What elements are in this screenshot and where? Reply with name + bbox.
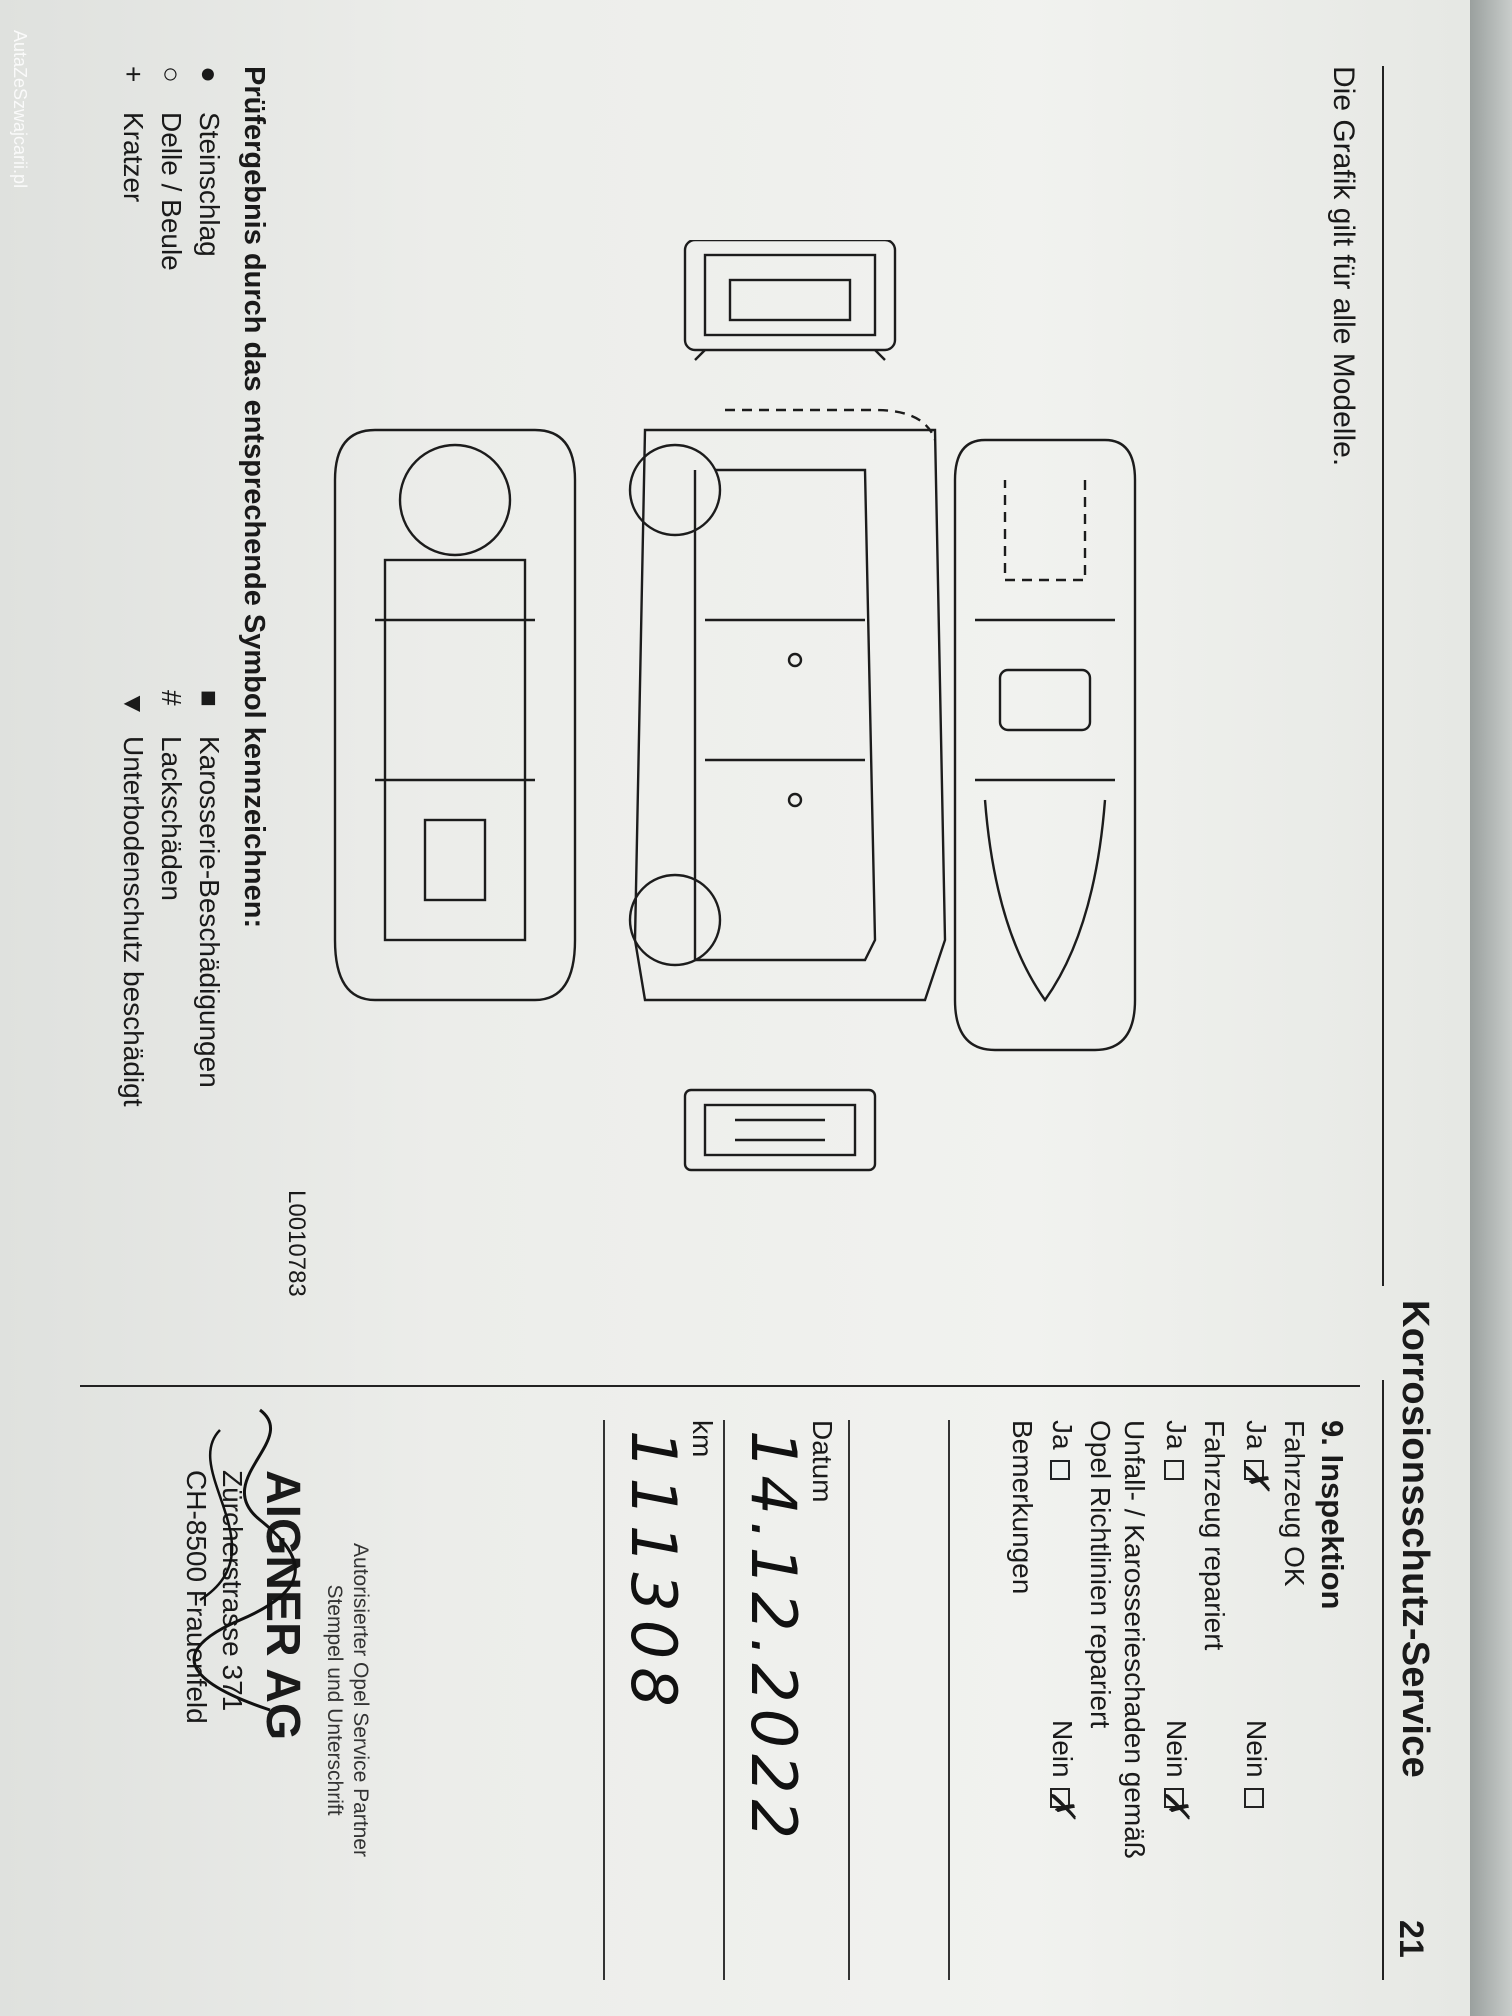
accident-label-line1: Unfall- / Karosserieschaden gemäß xyxy=(1119,1420,1150,1859)
legend-item-delle: ○ Delle / Beule xyxy=(155,66,187,271)
vehicle-repaired-yes[interactable]: Ja xyxy=(1160,1420,1192,1480)
yes-checkbox[interactable] xyxy=(1050,1459,1071,1480)
date-value[interactable]: 14.12.2022 xyxy=(737,1430,810,1845)
legend-item-steinschlag: ● Steinschlag xyxy=(193,66,225,257)
car-front-view[interactable] xyxy=(683,240,897,361)
accident-label-line2: Opel Richtlinien repariert xyxy=(1085,1420,1116,1729)
remarks-label: Bemerkungen xyxy=(1007,1420,1038,1595)
stamp-caption-line2: Stempel und Unterschrift xyxy=(323,1584,346,1816)
km-line xyxy=(603,1420,605,1980)
graphic-note: Die Grafik gilt für alle Modelle. xyxy=(1327,66,1360,467)
legend-symbol: + xyxy=(118,66,149,83)
vehicle-ok-label: Fahrzeug OK xyxy=(1279,1420,1310,1587)
no-checkbox[interactable]: ✗ xyxy=(1157,1787,1196,1819)
diagram-code: L0010783 xyxy=(283,1190,310,1297)
legend-label: Lackschäden xyxy=(156,736,187,902)
car-top-view[interactable] xyxy=(953,438,1137,1052)
rotated-page: 21 Korrosionsschutz-Service Die Grafik g… xyxy=(10,30,1436,1980)
date-line xyxy=(723,1420,725,1980)
legend-label: Kratzer xyxy=(118,112,149,203)
handwritten-signature xyxy=(192,1408,297,1712)
watermark: AutaZeSzwajcarii.pl xyxy=(10,30,30,189)
legend-symbol: ▼ xyxy=(118,690,149,718)
legend-label: Steinschlag xyxy=(194,112,225,257)
legend-item-karosserie: ■ Karosserie-Beschädigungen xyxy=(193,690,225,1088)
vehicle-repaired-no[interactable]: Nein ✗ xyxy=(1157,1720,1196,1819)
section-title: Korrosionsschutz-Service xyxy=(1394,1300,1436,1779)
legend-symbol: ■ xyxy=(194,690,225,707)
car-left-side[interactable] xyxy=(628,408,947,1002)
stamp-caption-line1: Autorisierter Opel Service Partner xyxy=(349,1543,372,1857)
legend-symbol: # xyxy=(156,690,187,706)
remarks-line-2[interactable] xyxy=(848,1420,850,1980)
legend-item-lackschaeden: # Lackschäden xyxy=(155,690,187,901)
yes-label: Ja xyxy=(1241,1420,1272,1450)
legend-label: Unterbodenschutz beschädigt xyxy=(118,736,149,1107)
remarks-line-1[interactable] xyxy=(948,1420,950,1980)
legend-label: Karosserie-Beschädigungen xyxy=(194,736,225,1088)
no-label: Nein xyxy=(1241,1720,1272,1778)
paper-edge-shadow xyxy=(1470,0,1512,2016)
car-rear-view[interactable] xyxy=(683,1088,877,1172)
accident-no[interactable]: Nein ✗ xyxy=(1043,1720,1082,1819)
date-label: Datum xyxy=(807,1420,838,1503)
legend-symbol: ○ xyxy=(156,66,187,83)
vehicle-ok-no[interactable]: Nein xyxy=(1240,1720,1272,1808)
vehicle-repaired-label: Fahrzeug repariert xyxy=(1199,1420,1230,1651)
legend-item-kratzer: + Kratzer xyxy=(117,66,149,202)
no-label: Nein xyxy=(1161,1720,1192,1778)
km-value[interactable]: 111308 xyxy=(617,1430,690,1715)
accident-yes[interactable]: Ja xyxy=(1046,1420,1078,1480)
legend-item-unterboden: ▼ Unterbodenschutz beschädigt xyxy=(117,690,149,1106)
inspection-title: 9. Inspektion xyxy=(1315,1420,1350,1610)
yes-checkbox[interactable]: ✗ xyxy=(1237,1459,1276,1491)
no-checkbox[interactable] xyxy=(1244,1787,1265,1808)
legend-symbol: ● xyxy=(194,66,225,83)
km-label: km xyxy=(687,1420,718,1458)
form-divider xyxy=(80,1385,1360,1387)
header-rule-right xyxy=(1382,1380,1384,1980)
header-rule-left xyxy=(1382,66,1384,1286)
no-label: Nein xyxy=(1047,1720,1078,1778)
legend-title: Prüfergebnis durch das entsprechende Sym… xyxy=(238,66,270,929)
yes-label: Ja xyxy=(1161,1420,1192,1450)
page-number: 21 xyxy=(1392,1920,1430,1958)
legend-label: Delle / Beule xyxy=(156,112,187,271)
car-underbody-view[interactable] xyxy=(333,428,577,1002)
yes-label: Ja xyxy=(1047,1420,1078,1450)
vehicle-ok-yes[interactable]: Ja ✗ xyxy=(1237,1420,1276,1491)
yes-checkbox[interactable] xyxy=(1164,1459,1185,1480)
vehicle-damage-diagrams[interactable] xyxy=(295,240,1295,1250)
no-checkbox[interactable]: ✗ xyxy=(1043,1787,1082,1819)
